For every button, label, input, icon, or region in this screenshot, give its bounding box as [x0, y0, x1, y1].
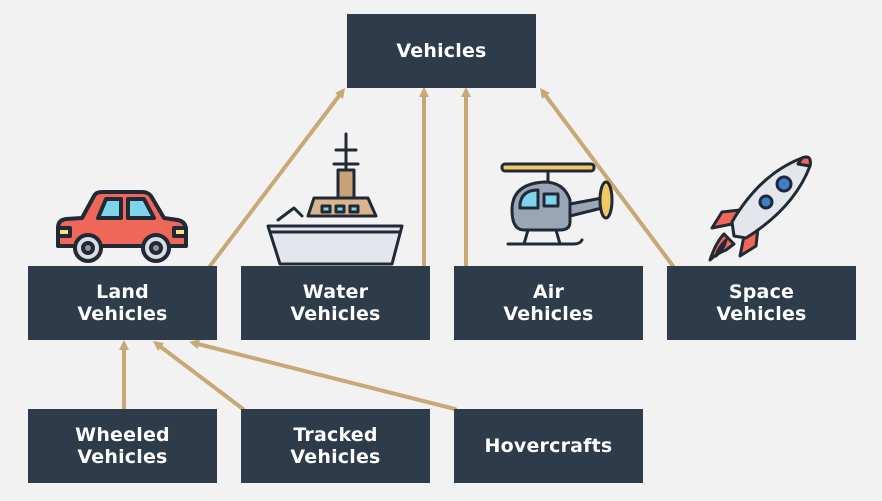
- arrow-tracked-to-land: [153, 340, 245, 411]
- node-vehicles: Vehicles: [347, 14, 536, 88]
- node-tracked-vehicles: Tracked Vehicles: [241, 409, 430, 483]
- node-wheeled-vehicles: Wheeled Vehicles: [28, 409, 217, 483]
- node-hovercrafts: Hovercrafts: [454, 409, 643, 483]
- ship-icon: [266, 132, 404, 266]
- node-land-vehicles: Land Vehicles: [28, 266, 217, 340]
- helicopter-icon: [500, 162, 614, 246]
- car-icon: [56, 190, 188, 263]
- node-space-vehicles: Space Vehicles: [667, 266, 856, 340]
- arrow-space-to-vehicles: [540, 87, 675, 268]
- arrow-land-to-vehicles: [208, 88, 346, 268]
- rocket-icon: [708, 155, 812, 262]
- node-air-vehicles: Air Vehicles: [454, 266, 643, 340]
- arrow-hovercrafts-to-land: [189, 339, 457, 411]
- node-water-vehicles: Water Vehicles: [241, 266, 430, 340]
